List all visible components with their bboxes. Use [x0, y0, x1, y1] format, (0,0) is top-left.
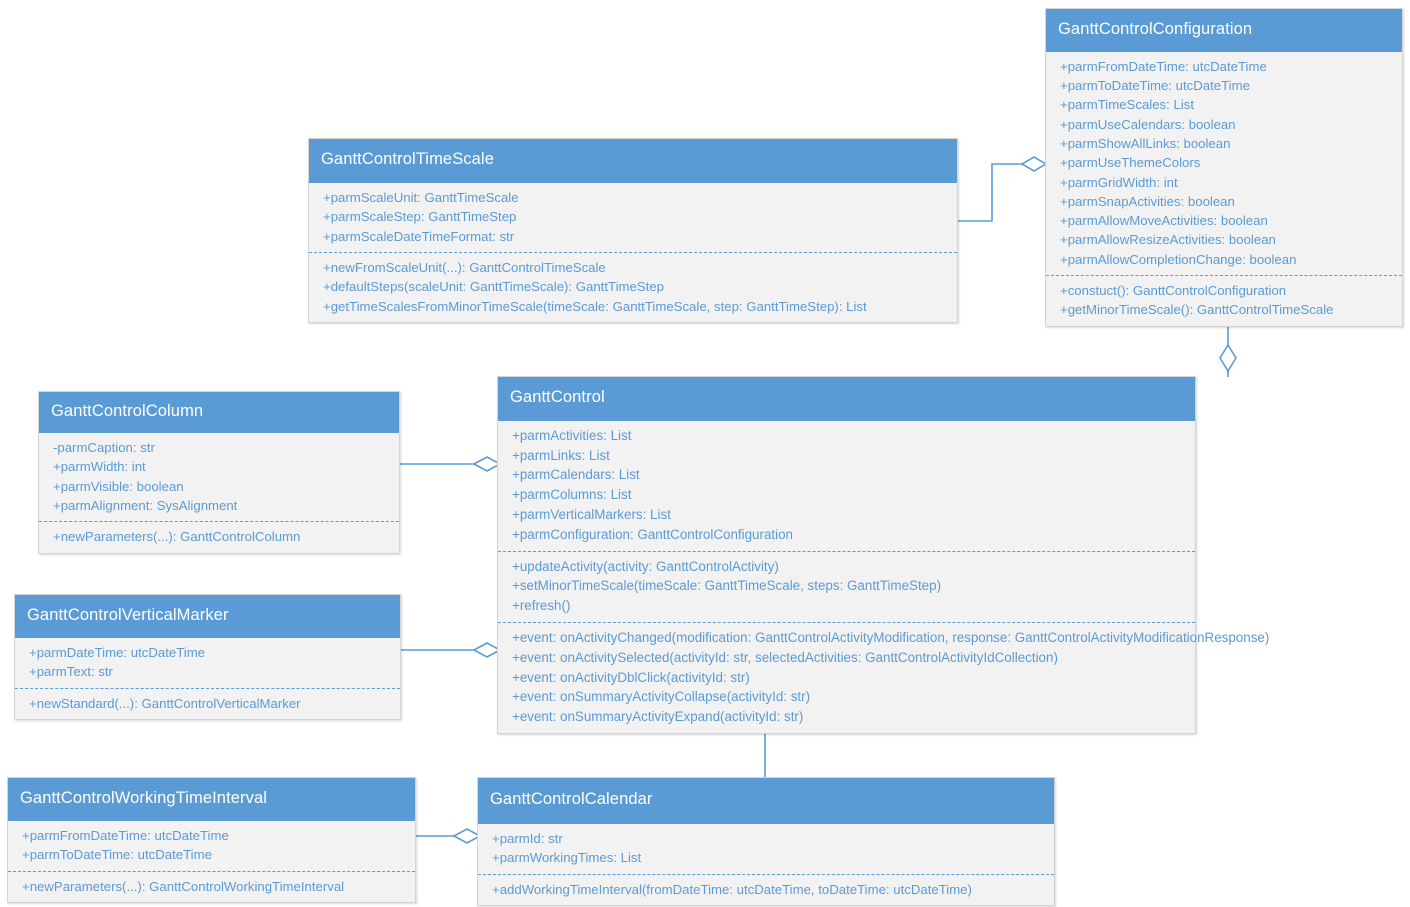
attributes-section: -parmCaption: str +parmWidth: int +parmV…: [39, 433, 399, 522]
methods-section: +newStandard(...): GanttControlVerticalM…: [15, 687, 400, 719]
attribute-row: +parmLinks: List: [512, 447, 610, 463]
method-row: +setMinorTimeScale(timeScale: GanttTimeS…: [512, 578, 942, 594]
attributes-section: +parmScaleUnit: GanttTimeScale +parmScal…: [309, 183, 957, 252]
attribute-row: +parmGridWidth: int: [1060, 174, 1178, 190]
attribute-row: +parmVerticalMarkers: List: [512, 506, 671, 522]
class-title-ganttcontrolcalendar: GanttControlCalendar: [478, 778, 1054, 824]
method-row: +defaultSteps(scaleUnit: GanttTimeScale)…: [323, 279, 664, 295]
attribute-row: +parmUseThemeColors: [1060, 155, 1201, 171]
method-row: +getMinorTimeScale(): GanttControlTimeSc…: [1060, 302, 1334, 318]
class-box-ganttcontrol[interactable]: GanttControl +parmActivities: List +parm…: [497, 376, 1270, 734]
attribute-row: +parmToDateTime: utcDateTime: [1060, 78, 1250, 94]
attribute-row: +parmTimeScales: List: [1060, 97, 1194, 113]
event-row: +event: onSummaryActivityCollapse(activi…: [512, 689, 811, 705]
connector-configuration-to-control: [1219, 320, 1237, 377]
attribute-row: +parmWidth: int: [53, 459, 146, 475]
methods-section: +newParameters(...): GanttControlWorking…: [8, 870, 415, 902]
methods-section: +newFromScaleUnit(...): GanttControlTime…: [309, 252, 957, 322]
event-row: +event: onSummaryActivityExpand(activity…: [512, 709, 804, 725]
method-row: +newFromScaleUnit(...): GanttControlTime…: [323, 260, 606, 276]
attributes-section: +parmFromDateTime: utcDateTime +parmToDa…: [8, 821, 415, 871]
event-row: +event: onActivityDblClick(activityId: s…: [512, 669, 750, 685]
method-row: +updateActivity(activity: GanttControlAc…: [512, 558, 779, 574]
attributes-section: +parmDateTime: utcDateTime +parmText: st…: [15, 638, 400, 688]
events-section: +event: onActivityChanged(modification: …: [498, 621, 1270, 733]
attribute-row: +parmToDateTime: utcDateTime: [22, 847, 212, 863]
attribute-row: +parmAllowResizeActivities: boolean: [1060, 232, 1276, 248]
method-row: +getTimeScalesFromMinorTimeScale(timeSca…: [323, 298, 867, 314]
connector-workingtimeinterval-to-calendar: [416, 828, 482, 844]
class-title-ganttcontrolconfiguration: GanttControlConfiguration: [1046, 9, 1402, 52]
attribute-row: -parmCaption: str: [53, 439, 155, 455]
attributes-section: +parmActivities: List +parmLinks: List +…: [498, 421, 1195, 551]
attribute-row: +parmConfiguration: GanttControlConfigur…: [512, 526, 793, 542]
class-box-ganttcontroltimescale[interactable]: GanttControlTimeScale +parmScaleUnit: Ga…: [308, 138, 958, 324]
connector-verticalmarker-to-control: [401, 642, 502, 658]
class-title-ganttcontrol: GanttControl: [498, 377, 1195, 421]
attribute-row: +parmCalendars: List: [512, 467, 640, 483]
method-row: +addWorkingTimeInterval(fromDateTime: ut…: [492, 881, 972, 897]
methods-section: +newParameters(...): GanttControlColumn: [39, 521, 399, 552]
attribute-row: +parmFromDateTime: utcDateTime: [22, 827, 229, 843]
method-row: +newParameters(...): GanttControlColumn: [53, 529, 301, 545]
attribute-row: +parmShowAllLinks: boolean: [1060, 135, 1231, 151]
attribute-row: +parmActivities: List: [512, 427, 632, 443]
attribute-row: +parmWorkingTimes: List: [492, 850, 642, 866]
attributes-section: +parmFromDateTime: utcDateTime +parmToDa…: [1046, 52, 1402, 275]
methods-section: +addWorkingTimeInterval(fromDateTime: ut…: [478, 873, 1054, 905]
attribute-row: +parmVisible: boolean: [53, 478, 184, 494]
attribute-row: +parmDateTime: utcDateTime: [29, 644, 206, 660]
class-title-ganttcontrolworkingtimeinterval: GanttControlWorkingTimeInterval: [8, 778, 415, 821]
attribute-row: +parmUseCalendars: boolean: [1060, 116, 1236, 132]
class-box-ganttcontrolconfiguration[interactable]: GanttControlConfiguration +parmFromDateT…: [1045, 8, 1403, 327]
attribute-row: +parmAllowCompletionChange: boolean: [1060, 251, 1297, 267]
method-row: +newParameters(...): GanttControlWorking…: [22, 878, 345, 894]
class-box-ganttcontrolcolumn[interactable]: GanttControlColumn -parmCaption: str +pa…: [38, 391, 400, 554]
attribute-row: +parmText: str: [29, 664, 113, 680]
event-row: +event: onActivityChanged(modification: …: [512, 629, 1270, 645]
method-row: +newStandard(...): GanttControlVerticalM…: [29, 695, 301, 711]
attribute-row: +parmColumns: List: [512, 487, 632, 503]
attribute-row: +parmSnapActivities: boolean: [1060, 193, 1235, 209]
methods-section: +constuct(): GanttControlConfiguration +…: [1046, 275, 1402, 326]
class-box-ganttcontrolcalendar[interactable]: GanttControlCalendar +parmId: str +parmW…: [477, 777, 1055, 907]
connector-column-to-control: [400, 456, 502, 472]
method-row: +constuct(): GanttControlConfiguration: [1060, 283, 1287, 299]
attribute-row: +parmAlignment: SysAlignment: [53, 498, 238, 514]
attribute-row: +parmScaleUnit: GanttTimeScale: [323, 189, 519, 205]
methods-section: +updateActivity(activity: GanttControlAc…: [498, 550, 1195, 622]
attribute-row: +parmScaleStep: GanttTimeStep: [323, 209, 517, 225]
attributes-section: +parmId: str +parmWorkingTimes: List: [478, 824, 1054, 874]
class-title-ganttcontroltimescale: GanttControlTimeScale: [309, 139, 957, 183]
attribute-row: +parmFromDateTime: utcDateTime: [1060, 58, 1267, 74]
method-row: +refresh(): [512, 598, 571, 614]
attribute-row: +parmId: str: [492, 830, 563, 846]
attribute-row: +parmAllowMoveActivities: boolean: [1060, 213, 1268, 229]
connector-timescale-to-configuration: [958, 156, 1048, 222]
class-title-ganttcontrolcolumn: GanttControlColumn: [39, 392, 399, 433]
aggregation-diamond: [1219, 343, 1237, 373]
class-box-ganttcontrolverticalmarker[interactable]: GanttControlVerticalMarker +parmDateTime…: [14, 594, 401, 721]
event-row: +event: onActivitySelected(activityId: s…: [512, 649, 1058, 665]
attribute-row: +parmScaleDateTimeFormat: str: [323, 228, 515, 244]
class-box-ganttcontrolworkingtimeinterval[interactable]: GanttControlWorkingTimeInterval +parmFro…: [7, 777, 416, 904]
aggregation-diamond: [1020, 156, 1048, 172]
class-title-ganttcontrolverticalmarker: GanttControlVerticalMarker: [15, 595, 400, 638]
